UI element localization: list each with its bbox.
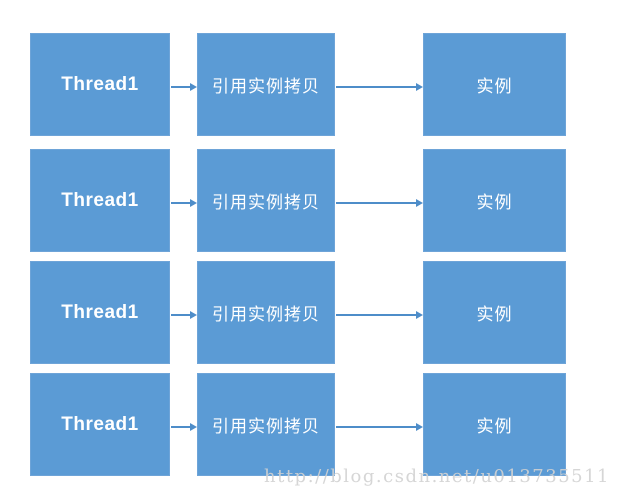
reference-copy-label: 引用实例拷贝 — [212, 77, 320, 96]
thread-label: Thread1 — [61, 413, 139, 435]
thread-box: Thread1 — [30, 33, 170, 136]
thread-box: Thread1 — [30, 261, 170, 364]
arrow-copy-to-instance-icon — [336, 198, 423, 207]
instance-label: 实例 — [476, 193, 513, 212]
arrow-copy-to-instance-icon — [336, 82, 423, 91]
thread-box: Thread1 — [30, 373, 170, 476]
thread-label: Thread1 — [61, 301, 139, 323]
arrow-thread-to-copy-icon — [171, 82, 197, 91]
diagram-row-1: Thread1 引用实例拷贝 实例 — [0, 33, 618, 136]
arrow-thread-to-copy-icon — [171, 310, 197, 319]
reference-copy-label: 引用实例拷贝 — [212, 417, 320, 436]
reference-copy-label: 引用实例拷贝 — [212, 305, 320, 324]
diagram-row-2: Thread1 引用实例拷贝 实例 — [0, 149, 618, 252]
reference-copy-label: 引用实例拷贝 — [212, 193, 320, 212]
instance-box: 实例 — [423, 373, 566, 476]
arrow-thread-to-copy-icon — [171, 198, 197, 207]
instance-label: 实例 — [476, 305, 513, 324]
thread-label: Thread1 — [61, 73, 139, 95]
arrow-copy-to-instance-icon — [336, 310, 423, 319]
diagram-row-3: Thread1 引用实例拷贝 实例 — [0, 261, 618, 364]
thread-box: Thread1 — [30, 149, 170, 252]
instance-label: 实例 — [476, 77, 513, 96]
reference-copy-box: 引用实例拷贝 — [197, 261, 335, 364]
reference-copy-box: 引用实例拷贝 — [197, 149, 335, 252]
reference-copy-box: 引用实例拷贝 — [197, 373, 335, 476]
instance-box: 实例 — [423, 261, 566, 364]
instance-label: 实例 — [476, 417, 513, 436]
arrow-thread-to-copy-icon — [171, 422, 197, 431]
watermark: http://blog.csdn.net/u013735511 — [264, 466, 610, 487]
arrow-copy-to-instance-icon — [336, 422, 423, 431]
instance-box: 实例 — [423, 149, 566, 252]
diagram-row-4: Thread1 引用实例拷贝 实例 — [0, 373, 618, 476]
reference-copy-box: 引用实例拷贝 — [197, 33, 335, 136]
instance-box: 实例 — [423, 33, 566, 136]
thread-label: Thread1 — [61, 189, 139, 211]
